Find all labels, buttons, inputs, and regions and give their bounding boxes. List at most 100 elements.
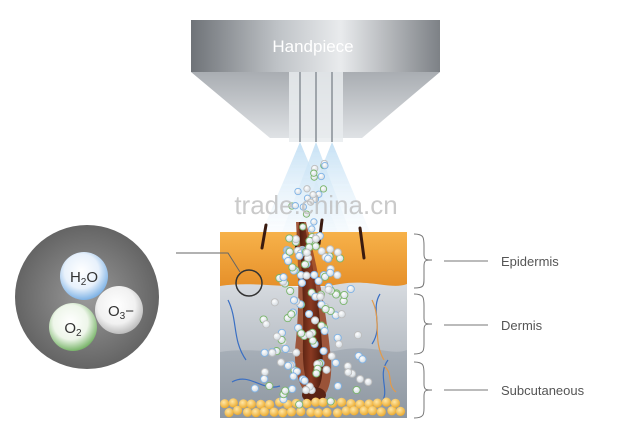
- fat-cell: [332, 408, 343, 418]
- fat-cell: [259, 407, 269, 417]
- molecule-particle: [284, 361, 293, 370]
- molecule-particle: [294, 187, 302, 196]
- layer-label-dermis: Dermis: [501, 318, 543, 333]
- molecule-particle: [352, 385, 361, 395]
- molecule-particle: [308, 225, 316, 233]
- fat-cell: [246, 399, 256, 409]
- svg-text:O2: O2: [64, 320, 82, 339]
- fat-cell: [337, 397, 347, 407]
- molecule-particle: [321, 161, 329, 170]
- fat-cell: [381, 397, 391, 407]
- molecule-particle: [262, 320, 271, 329]
- molecule-particle: [353, 331, 363, 340]
- molecule-particle: [310, 218, 318, 226]
- fat-cell: [311, 397, 321, 407]
- molecule-particle: [302, 210, 311, 218]
- molecule-particle: [291, 202, 300, 210]
- molecule-particle: [295, 400, 304, 409]
- handpiece-label: Handpiece: [272, 37, 353, 56]
- fat-cell: [233, 405, 243, 415]
- molecule-particle: [322, 365, 331, 374]
- molecule-particle: [308, 336, 317, 345]
- fat-cell: [341, 406, 351, 416]
- fat-cell: [269, 407, 279, 417]
- molecule-particle: [297, 329, 306, 338]
- molecule-particle: [333, 271, 342, 280]
- molecule-particle: [288, 384, 297, 394]
- fat-cell: [224, 408, 234, 418]
- molecule-legend: H2O O3− O2: [15, 225, 159, 369]
- fat-cell: [296, 406, 306, 417]
- fat-cell: [238, 399, 248, 409]
- molecule-particle: [333, 248, 342, 257]
- ozone-main: O: [108, 303, 120, 320]
- molecule-particle: [299, 203, 307, 211]
- water-molecule: H2O: [60, 252, 108, 300]
- molecule-particle: [281, 344, 290, 353]
- fat-cell: [322, 407, 332, 417]
- molecule-particle: [333, 382, 342, 391]
- molecule-particle: [286, 286, 295, 296]
- molecule-particle: [300, 376, 309, 385]
- molecule-particle: [364, 377, 373, 386]
- molecule-particle: [314, 276, 323, 286]
- molecule-particle: [324, 285, 333, 294]
- molecule-particle: [272, 332, 281, 341]
- molecule-particle: [288, 263, 297, 272]
- molecule-particle: [326, 245, 335, 254]
- molecule-particle: [319, 346, 328, 356]
- molecule-particle: [291, 235, 300, 244]
- ozone-tail: −: [125, 303, 134, 320]
- molecule-particle: [285, 234, 294, 243]
- watermark: trade.china.cn: [234, 190, 397, 220]
- fat-cell: [278, 408, 288, 418]
- molecule-particle: [305, 330, 314, 339]
- fat-cell: [256, 399, 266, 409]
- molecule-particle: [358, 355, 367, 364]
- molecule-particle: [279, 273, 288, 282]
- layer-brackets: [413, 233, 488, 419]
- fat-cell: [313, 408, 323, 418]
- molecule-particle: [356, 375, 365, 384]
- molecule-particle: [337, 310, 346, 319]
- molecule-particle: [316, 292, 325, 301]
- molecule-particle: [317, 247, 326, 256]
- fat-cell: [349, 406, 359, 416]
- molecule-particle: [346, 284, 355, 294]
- fat-cell: [220, 399, 230, 409]
- molecule-particle: [276, 358, 286, 367]
- molecule-particle: [344, 368, 353, 377]
- molecule-particle: [284, 256, 293, 266]
- oxygen-sub: 2: [76, 328, 82, 339]
- fat-cell: [372, 398, 383, 408]
- molecule-particle: [260, 374, 269, 384]
- molecule-particle: [302, 248, 311, 257]
- molecule-particle: [321, 305, 330, 314]
- molecule-particle: [303, 185, 311, 193]
- layer-label-epidermis: Epidermis: [501, 254, 559, 269]
- molecule-particle: [326, 268, 335, 277]
- molecule-particle: [297, 278, 307, 287]
- molecule-particle: [320, 326, 329, 336]
- oxygen-molecule: O2: [49, 303, 97, 351]
- molecule-particle: [300, 260, 310, 269]
- fat-cell: [286, 407, 297, 417]
- skin-cross-section: [176, 159, 407, 418]
- molecule-particle: [317, 172, 325, 181]
- fat-cell: [302, 398, 312, 408]
- fat-cell: [390, 398, 400, 408]
- molecule-particle: [310, 270, 319, 279]
- molecule-particle: [281, 386, 290, 395]
- molecule-particle: [331, 358, 340, 367]
- molecule-particle: [311, 242, 320, 251]
- fat-cell: [318, 397, 328, 407]
- water-tail: O: [86, 269, 98, 286]
- molecule-particle: [334, 340, 343, 349]
- molecule-particle: [287, 310, 296, 319]
- ozone-molecule: O3−: [95, 286, 143, 334]
- fat-cell: [251, 408, 261, 418]
- svg-text:H2O: H2O: [70, 269, 98, 288]
- fat-cell: [228, 398, 238, 408]
- molecule-particle: [260, 367, 269, 377]
